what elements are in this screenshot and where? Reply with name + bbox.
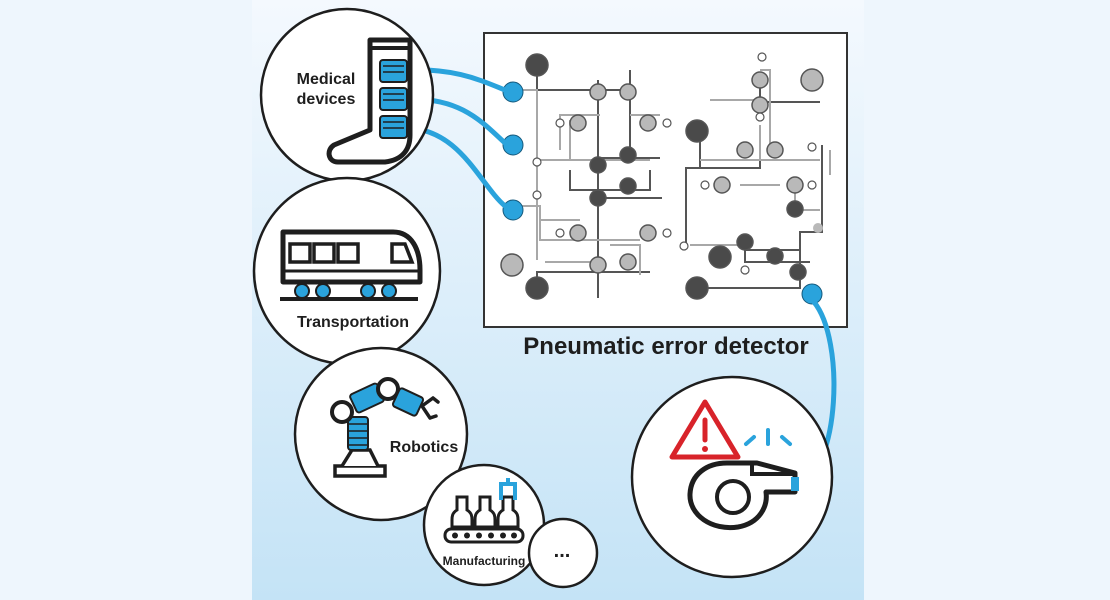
transportation-badge: Transportation: [252, 176, 442, 366]
sound-lines-icon: [744, 428, 792, 446]
whistle-icon: [687, 460, 799, 531]
robotics-label: Robotics: [390, 439, 459, 456]
blue-ports: [502, 81, 823, 305]
robotics-badge: Robotics: [293, 346, 469, 522]
warning-triangle-icon: [669, 399, 741, 460]
more-label: ...: [554, 540, 571, 562]
robot-arm-icon: [330, 377, 440, 478]
medical-devices-badge: Medical devices: [259, 7, 435, 183]
train-icon: [280, 229, 423, 301]
circuit-board: [483, 32, 848, 328]
medical-label-line2: devices: [297, 91, 356, 108]
sock-with-actuators-icon: [326, 37, 413, 165]
circuit-nodes: [500, 53, 824, 300]
manufacturing-label: Manufacturing: [443, 554, 526, 568]
medical-label-line1: Medical: [297, 71, 356, 88]
alarm-badge: [630, 375, 834, 579]
manufacturing-badge: Manufacturing: [422, 463, 546, 587]
more-badge: ...: [527, 517, 599, 589]
detector-title: Pneumatic error detector: [523, 333, 808, 360]
transportation-label: Transportation: [297, 314, 409, 331]
conveyor-bottles-icon: [443, 478, 525, 544]
